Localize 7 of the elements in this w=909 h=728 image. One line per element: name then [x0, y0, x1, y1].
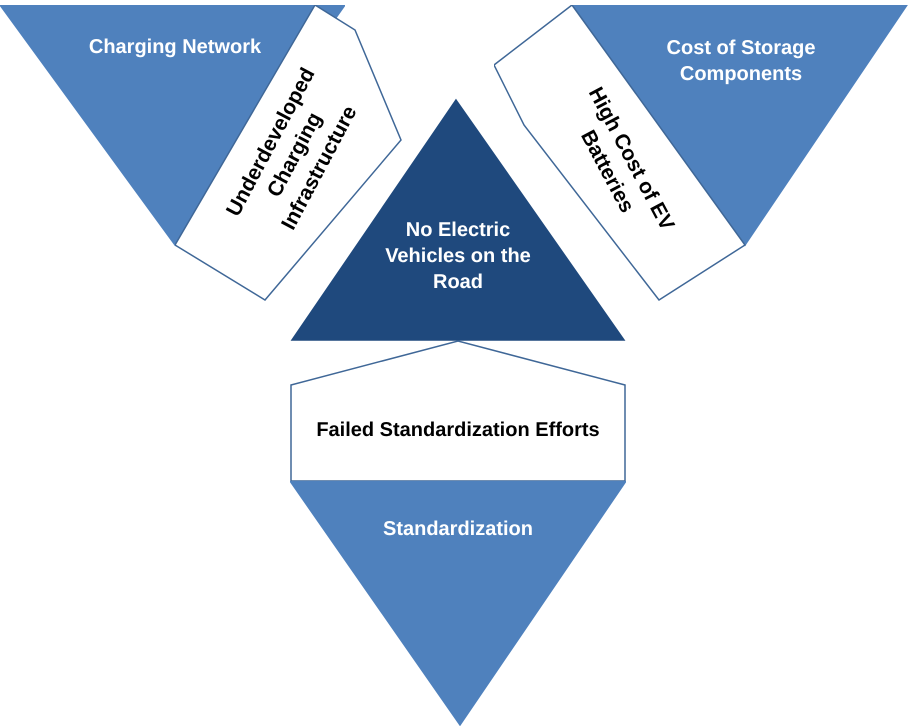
- shape-label: Cost of Storage Components: [666, 36, 816, 87]
- triangle-panel: [290, 481, 626, 726]
- pentagon-panel: [290, 340, 626, 482]
- shape-label: No Electric Vehicles on the Road: [384, 218, 532, 295]
- shape-label: Standardization: [382, 517, 534, 542]
- shape-label: Failed Standardization Efforts: [315, 418, 601, 443]
- shape-label: Charging Network: [88, 35, 262, 60]
